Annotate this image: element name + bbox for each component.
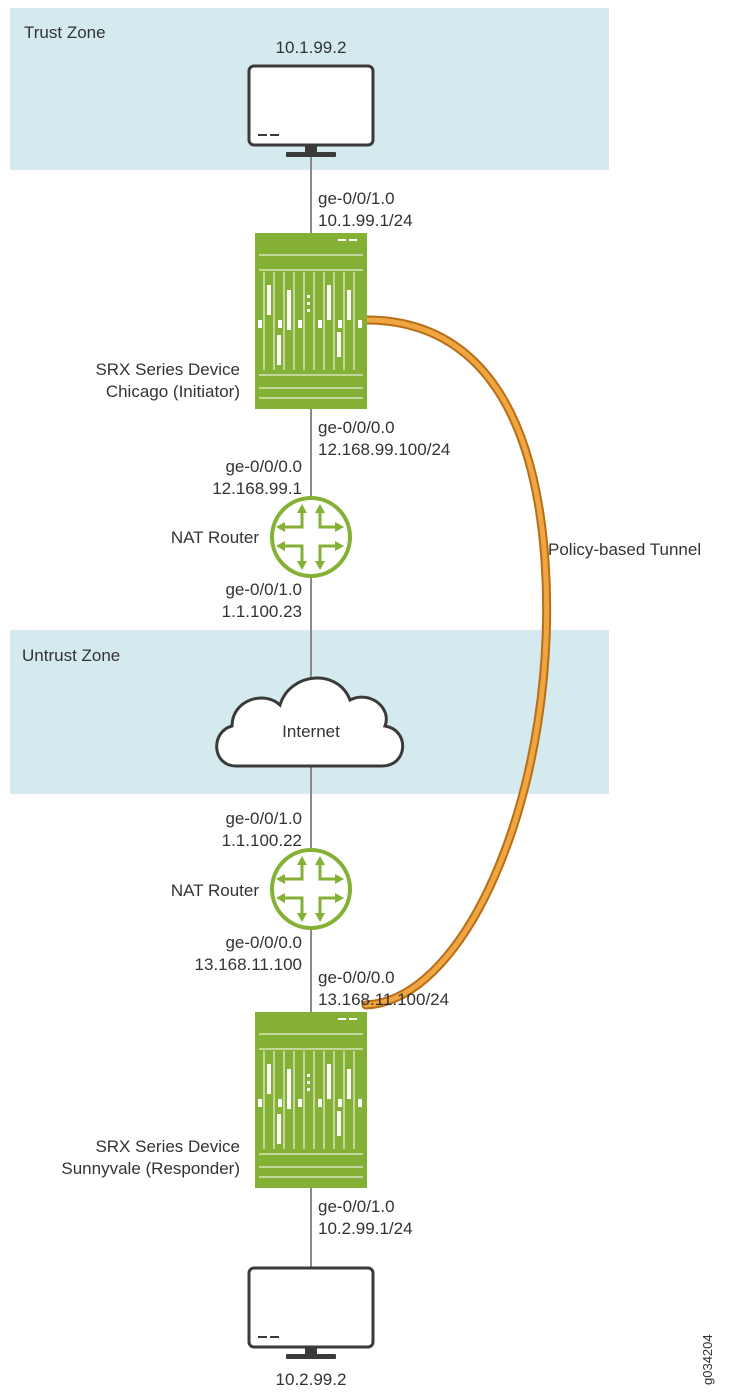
nat-router-bottom-icon [270,848,352,930]
nat-router-top-icon [270,496,352,578]
srx-chicago-device-icon [255,233,367,409]
nat-bottom-if-down-name: ge-0/0/0.0 [225,933,302,952]
nat-top-label: NAT Router [170,528,259,547]
chicago-if-top-name: ge-0/0/1.0 [318,189,395,208]
host-top-ip: 10.1.99.2 [275,38,347,57]
sunnyvale-if-top-ip: 13.168.11.100/24 [318,990,450,1009]
nat-top-if-up-name: ge-0/0/0.0 [225,457,302,476]
nat-top-if-down-ip: 1.1.100.23 [221,602,302,621]
chicago-if-bottom-name: ge-0/0/0.0 [318,418,395,437]
chicago-if-bottom-ip: 12.168.99.100/24 [318,440,451,459]
nat-top-if-down-name: ge-0/0/1.0 [225,580,302,599]
chicago-device-name-line1: SRX Series Device [95,360,240,379]
monitor-icon [247,1266,375,1359]
figure-id: g034204 [700,1334,715,1385]
nat-bottom-if-up-name: ge-0/0/1.0 [225,809,302,828]
nat-bottom-label: NAT Router [170,881,259,900]
monitor-icon [247,64,375,157]
nat-bottom-if-down-ip: 13.168.11.100 [194,955,302,974]
host-bottom-ip: 10.2.99.2 [275,1370,347,1389]
chicago-if-top-ip: 10.1.99.1/24 [318,211,413,230]
sunnyvale-if-bottom-ip: 10.2.99.1/24 [318,1219,413,1238]
sunnyvale-if-top-name: ge-0/0/0.0 [318,968,395,987]
chicago-device-name-line2: Chicago (Initiator) [105,382,240,401]
untrust-zone-label: Untrust Zone [22,646,121,665]
nat-bottom-if-up-ip: 1.1.100.22 [221,831,302,850]
srx-sunnyvale-device-icon [255,1012,367,1188]
sunnyvale-device-name-line2: Sunnyvale (Responder) [61,1159,240,1178]
tunnel-label: Policy-based Tunnel [548,540,702,559]
trust-zone-label: Trust Zone [24,23,106,42]
internet-cloud-icon [215,676,405,768]
internet-label: Internet [282,722,340,741]
sunnyvale-if-bottom-name: ge-0/0/1.0 [318,1197,395,1216]
nat-top-if-up-ip: 12.168.99.1 [212,479,302,498]
sunnyvale-device-name-line1: SRX Series Device [95,1137,240,1156]
